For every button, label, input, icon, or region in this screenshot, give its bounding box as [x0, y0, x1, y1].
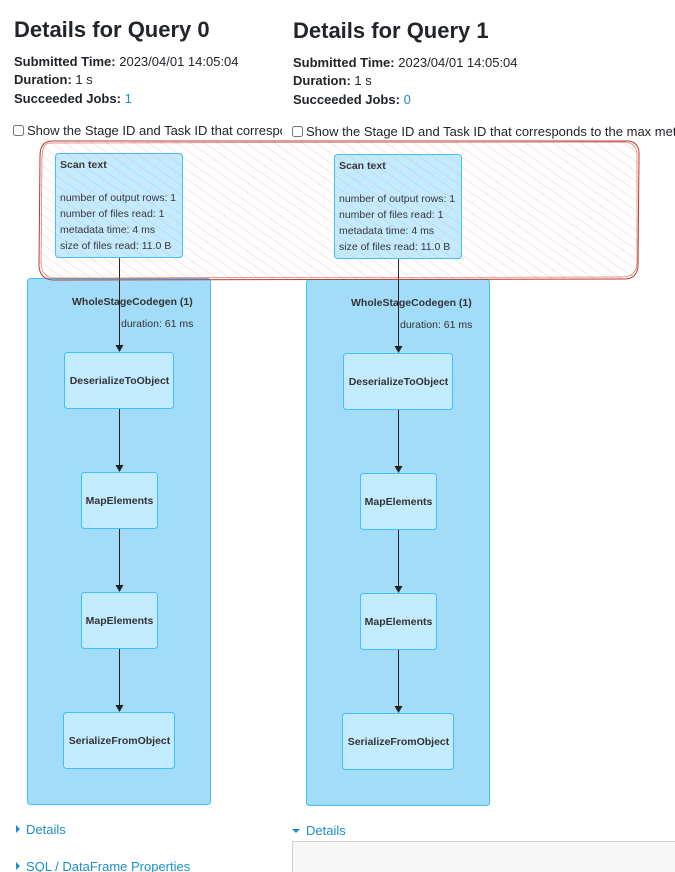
- map-elements-label: MapElements: [365, 496, 433, 508]
- serialize-node[interactable]: [63, 712, 175, 769]
- stage-task-id-toggle[interactable]: Show the Stage ID and Task ID that corre…: [292, 124, 675, 140]
- duration-value: 1 s: [354, 73, 372, 88]
- codegen-title: WholeStageCodegen (1): [72, 296, 193, 308]
- serialize-node-label: SerializeFromObject: [348, 736, 450, 748]
- page-title: Details for Query 1: [293, 18, 489, 43]
- scan-metric: number of output rows: 1: [339, 193, 455, 205]
- deserialize-node[interactable]: [64, 352, 174, 409]
- page-title: Details for Query 0: [14, 17, 210, 42]
- details-label: Details: [306, 823, 346, 838]
- details-toggle[interactable]: Details: [292, 823, 346, 838]
- duration: Duration: 1 s: [293, 73, 372, 89]
- scan-metric: metadata time: 4 ms: [339, 225, 434, 237]
- submitted-time-value: 2023/04/01 14:05:04: [398, 55, 518, 70]
- serialize-node[interactable]: [342, 713, 454, 770]
- duration-label: Duration:: [14, 72, 72, 87]
- edge-arrow: [115, 345, 124, 352]
- details-label: Details: [26, 822, 66, 837]
- codegen-title: WholeStageCodegen (1): [351, 297, 472, 309]
- deserialize-node[interactable]: [343, 353, 453, 410]
- scan-metric: number of output rows: 1: [60, 192, 176, 204]
- caret-down-icon: [292, 829, 300, 833]
- edge-arrow: [115, 465, 124, 472]
- succeeded-job-link[interactable]: 0: [403, 92, 411, 107]
- succeeded-jobs: Succeeded Jobs: 1: [14, 91, 132, 107]
- plan-graph: WholeStageCodegen (1) duration: 61 ms Sc…: [27, 153, 211, 805]
- map-elements-node[interactable]: [360, 593, 437, 650]
- scan-metric: metadata time: 4 ms: [60, 224, 155, 236]
- map-elements-node[interactable]: [81, 472, 158, 529]
- submitted-time-label: Submitted Time:: [293, 55, 395, 70]
- map-elements-node[interactable]: [360, 473, 437, 530]
- stage-task-id-checkbox[interactable]: [13, 125, 24, 136]
- submitted-time: Submitted Time: 2023/04/01 14:05:04: [14, 54, 239, 70]
- caret-right-icon: [16, 825, 20, 833]
- edge-arrow: [394, 466, 403, 473]
- map-elements-label: MapElements: [365, 616, 433, 628]
- duration-value: 1 s: [75, 72, 93, 87]
- deserialize-node-label: DeserializeToObject: [70, 375, 170, 387]
- succeeded-job-link[interactable]: 1: [124, 91, 132, 106]
- edge-arrow: [115, 705, 124, 712]
- map-elements-node[interactable]: [81, 592, 158, 649]
- succeeded-jobs: Succeeded Jobs: 0: [293, 92, 411, 108]
- stage-task-id-label: Show the Stage ID and Task ID that corre…: [306, 124, 675, 139]
- scan-metric: size of files read: 11.0 B: [339, 241, 450, 253]
- caret-right-icon: [16, 862, 20, 870]
- edge-arrow: [394, 586, 403, 593]
- stage-task-id-checkbox[interactable]: [292, 126, 303, 137]
- query-1-panel: Details for Query 1 Submitted Time: 2023…: [279, 0, 675, 872]
- details-content-box: [292, 841, 675, 872]
- scan-metric: size of files read: 11.0 B: [60, 240, 171, 252]
- codegen-duration: duration: 61 ms: [121, 318, 193, 330]
- scan-metric: number of files read: 1: [339, 209, 444, 221]
- scan-metric: number of files read: 1: [60, 208, 165, 220]
- codegen-duration: duration: 61 ms: [400, 319, 472, 331]
- submitted-time-label: Submitted Time:: [14, 54, 116, 69]
- serialize-node-label: SerializeFromObject: [69, 735, 171, 747]
- succeeded-jobs-label: Succeeded Jobs:: [293, 92, 400, 107]
- sql-properties-toggle[interactable]: SQL / DataFrame Properties: [16, 859, 190, 872]
- map-elements-label: MapElements: [86, 615, 154, 627]
- edge-arrow: [115, 585, 124, 592]
- sql-properties-label: SQL / DataFrame Properties: [26, 859, 191, 872]
- duration-label: Duration:: [293, 73, 351, 88]
- submitted-time: Submitted Time: 2023/04/01 14:05:04: [293, 55, 518, 71]
- map-elements-label: MapElements: [86, 495, 154, 507]
- details-toggle[interactable]: Details: [16, 822, 66, 837]
- edge-arrow: [394, 346, 403, 353]
- succeeded-jobs-label: Succeeded Jobs:: [14, 91, 121, 106]
- scan-text-title: Scan text: [339, 160, 386, 172]
- duration: Duration: 1 s: [14, 72, 93, 88]
- stage-task-id-label: Show the Stage ID and Task ID that corre…: [27, 123, 282, 138]
- stage-task-id-toggle[interactable]: Show the Stage ID and Task ID that corre…: [13, 123, 282, 139]
- edge-arrow: [394, 706, 403, 713]
- query-0-panel: Details for Query 0 Submitted Time: 2023…: [0, 0, 282, 872]
- scan-text-title: Scan text: [60, 159, 107, 171]
- submitted-time-value: 2023/04/01 14:05:04: [119, 54, 239, 69]
- plan-graph: WholeStageCodegen (1) duration: 61 ms Sc…: [306, 154, 490, 806]
- deserialize-node-label: DeserializeToObject: [349, 376, 449, 388]
